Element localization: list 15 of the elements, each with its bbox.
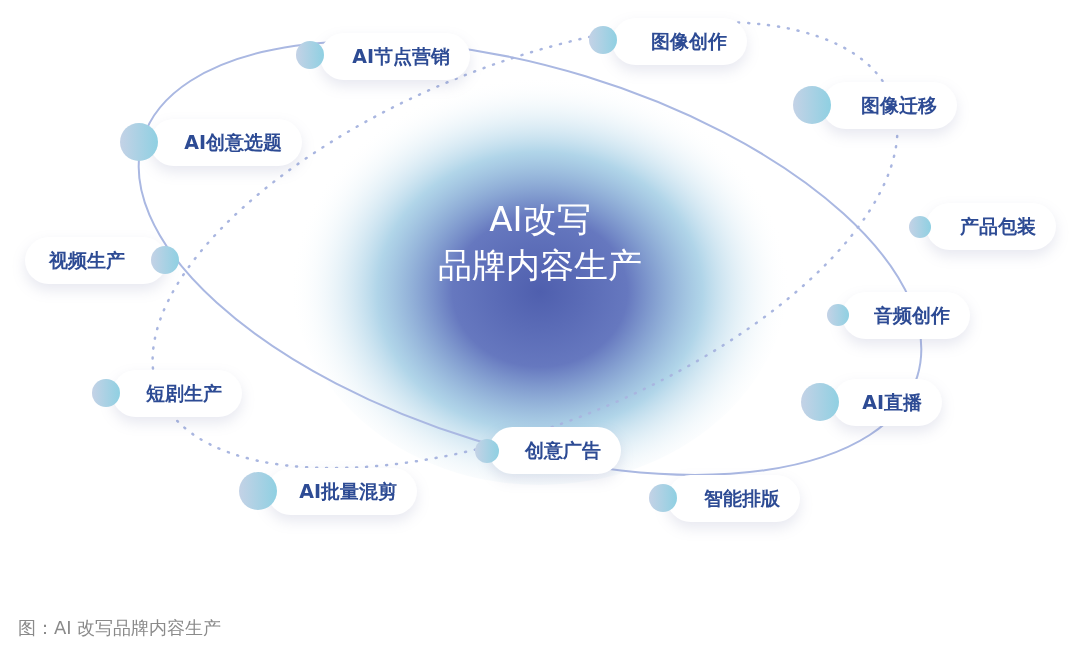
center-title: AI改写	[488, 198, 592, 241]
node-label: 创意广告	[525, 437, 601, 463]
node-label: AI直播	[862, 389, 922, 415]
node-label: 图像创作	[651, 28, 727, 54]
node-label: AI节点营销	[352, 43, 450, 69]
center-title: 品牌内容生产	[437, 244, 643, 287]
node-label: 视频生产	[49, 247, 125, 273]
node-label: AI创意选题	[184, 129, 282, 155]
node-label: 音频创作	[874, 302, 950, 328]
caption: 图：AI 改写品牌内容生产	[18, 616, 222, 640]
node-label: AI批量混剪	[299, 478, 397, 504]
node-label: 产品包装	[960, 213, 1036, 239]
node-label: 智能排版	[704, 485, 780, 511]
node-label: 短剧生产	[146, 380, 222, 406]
node-label: 图像迁移	[861, 92, 937, 118]
